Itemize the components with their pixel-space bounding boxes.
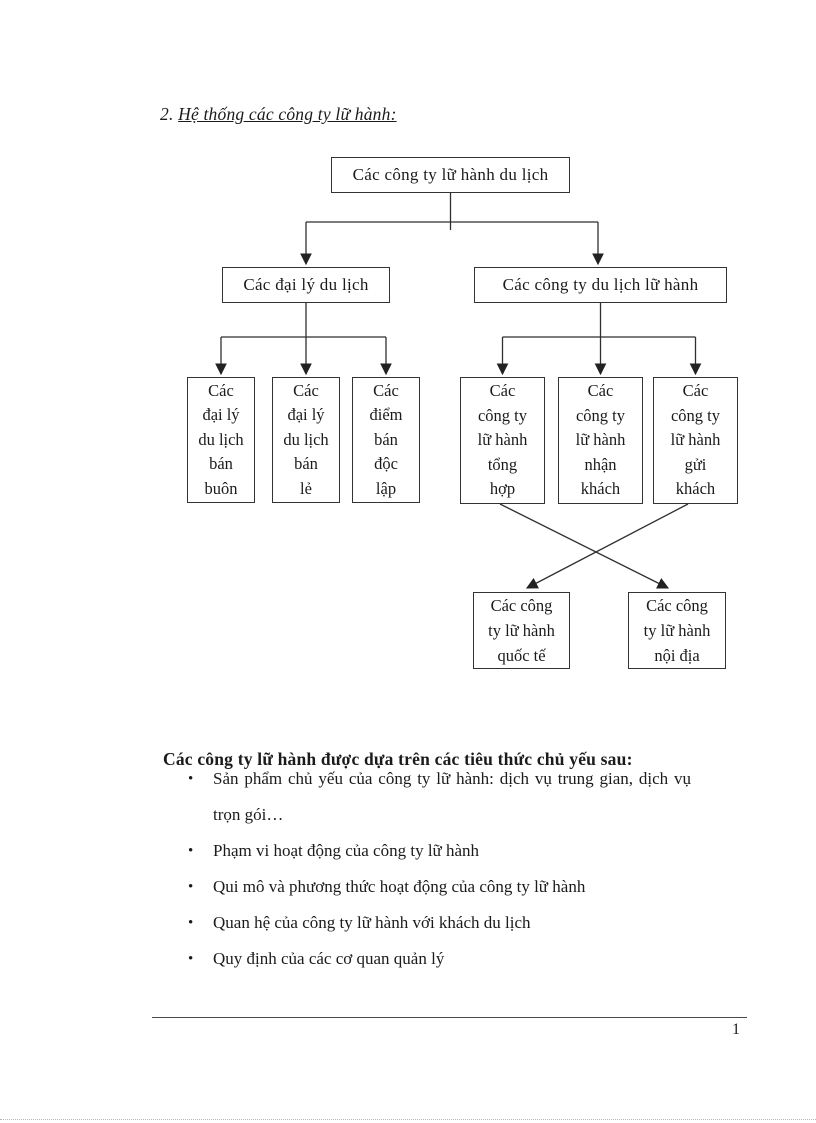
criteria-intro: Các công ty lữ hành được dựa trên các ti…	[163, 748, 633, 769]
connector-lines	[215, 193, 702, 589]
list-item-text: Quy định của các cơ quan quản lý	[213, 949, 445, 968]
box-travel-agencies: Các đại lý du lịch	[222, 267, 390, 303]
scan-artifact-line	[0, 1119, 816, 1120]
box-domestic-tour-companies: Các công ty lữ hành nội địa	[628, 592, 726, 669]
section-title: Hệ thống các công ty lữ hành:	[178, 104, 397, 124]
bullet-icon: •	[188, 879, 194, 895]
section-heading: 2. Hệ thống các công ty lữ hành:	[160, 104, 397, 125]
box-travel-companies-root: Các công ty lữ hành du lịch	[331, 157, 570, 193]
page-number: 1	[732, 1021, 740, 1038]
footer-divider	[152, 1017, 747, 1018]
section-number: 2.	[160, 104, 174, 124]
list-item: • Phạm vi hoạt động của công ty lữ hành	[186, 833, 691, 869]
bullet-icon: •	[188, 915, 194, 931]
box-inbound-tour-companies: Các công ty lữ hành nhận khách	[558, 377, 643, 504]
box-general-tour-companies: Các công ty lữ hành tổng hợp	[460, 377, 545, 504]
box-tour-operators: Các công ty du lịch lữ hành	[474, 267, 727, 303]
box-international-tour-companies: Các công ty lữ hành quốc tế	[473, 592, 570, 669]
bullet-icon: •	[188, 843, 194, 859]
box-retail-agencies: Các đại lý du lịch bán lẻ	[272, 377, 340, 503]
box-wholesale-agencies: Các đại lý du lịch bán buôn	[187, 377, 255, 503]
list-item: • Quan hệ của công ty lữ hành với khách …	[186, 905, 691, 941]
cross-arrow-outbound-to-international	[525, 503, 689, 589]
list-item: • Quy định của các cơ quan quản lý	[186, 941, 691, 977]
list-item: • Qui mô và phương thức hoạt động của cô…	[186, 869, 691, 905]
box-independent-outlets: Các điểm bán độc lập	[352, 377, 420, 503]
list-item: • Sản phẩm chủ yếu của công ty lữ hành: …	[186, 761, 691, 833]
list-item-text: Sản phẩm chủ yếu của công ty lữ hành: dị…	[213, 769, 691, 824]
cross-arrow-general-to-domestic	[499, 503, 670, 589]
list-item-text: Quan hệ của công ty lữ hành với khách du…	[213, 913, 531, 932]
bullet-icon: •	[188, 771, 194, 787]
criteria-list: • Sản phẩm chủ yếu của công ty lữ hành: …	[186, 761, 691, 977]
list-item-text: Phạm vi hoạt động của công ty lữ hành	[213, 841, 480, 860]
list-item-text: Qui mô và phương thức hoạt động của công…	[213, 877, 586, 896]
box-outbound-tour-companies: Các công ty lữ hành gửi khách	[653, 377, 738, 504]
bullet-icon: •	[188, 951, 194, 967]
